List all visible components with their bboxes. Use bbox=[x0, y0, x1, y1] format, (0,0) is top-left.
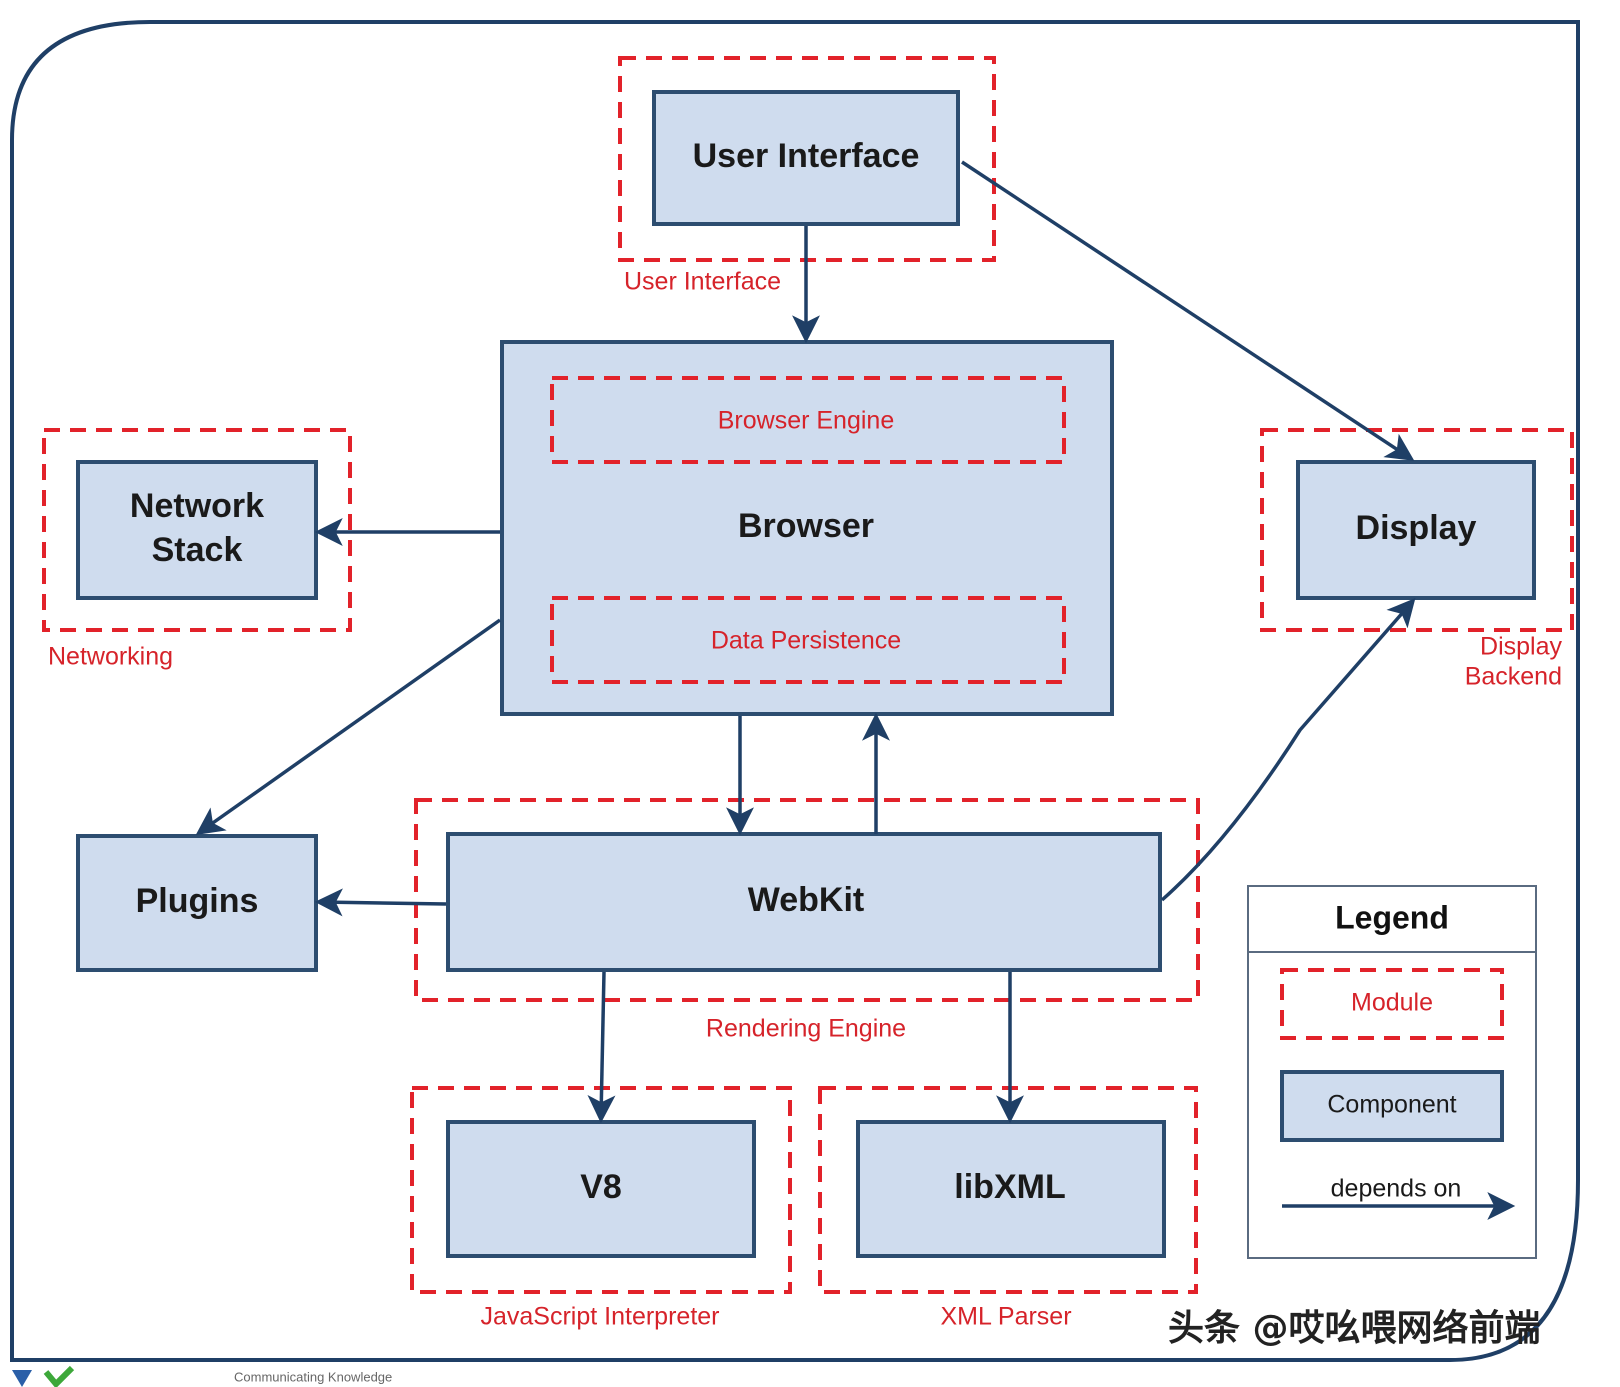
legend-component-swatch bbox=[1280, 1070, 1504, 1142]
footer-logo-check-icon bbox=[43, 1365, 75, 1387]
arrow-ui-to-display bbox=[961, 160, 1415, 461]
browser-component bbox=[500, 340, 1114, 716]
module-display-backend-box bbox=[1260, 428, 1574, 632]
display-component-label: Display bbox=[1356, 509, 1477, 547]
display-component bbox=[1296, 460, 1536, 600]
libxml-component bbox=[856, 1120, 1166, 1258]
legend-title: Legend bbox=[1335, 899, 1449, 935]
arrow-webkit-to-plugins bbox=[314, 888, 447, 917]
outer-frame bbox=[10, 20, 1580, 1362]
v8-component bbox=[446, 1120, 756, 1258]
legend-depends-on-label: depends on bbox=[1331, 1175, 1462, 1203]
module-user-interface-label: User Interface bbox=[624, 268, 781, 296]
v8-component-label: V8 bbox=[580, 1168, 622, 1206]
module-data-persistence-box bbox=[550, 596, 1066, 684]
module-xml-parser-label: XML Parser bbox=[940, 1303, 1071, 1331]
arrow-browser-to-plugins bbox=[195, 618, 502, 836]
webkit-component bbox=[446, 832, 1162, 972]
arrow-webkit-to-display bbox=[1160, 598, 1416, 902]
module-browser-engine-label: Browser Engine bbox=[718, 407, 894, 435]
network-stack-label-1: Network bbox=[130, 487, 264, 525]
network-stack-component bbox=[76, 460, 318, 600]
user-interface-component bbox=[652, 90, 960, 226]
module-display-backend-label-2: Backend bbox=[1465, 663, 1562, 691]
module-rendering-engine-box bbox=[414, 798, 1200, 1002]
module-rendering-engine-label: Rendering Engine bbox=[706, 1015, 906, 1043]
webkit-component-label: WebKit bbox=[748, 881, 864, 919]
module-networking-box bbox=[42, 428, 352, 632]
libxml-component-label: libXML bbox=[954, 1168, 1065, 1206]
footer-logo-icon bbox=[12, 1370, 32, 1387]
browser-component-label: Browser bbox=[738, 507, 874, 545]
module-browser-engine-box bbox=[550, 376, 1066, 464]
legend-module-swatch bbox=[1280, 968, 1504, 1040]
watermark-text: 头条 @哎吆喂网络前端 bbox=[1168, 1307, 1541, 1349]
module-data-persistence-label: Data Persistence bbox=[711, 627, 901, 655]
module-xml-parser-box bbox=[818, 1086, 1198, 1294]
arrow-webkit-to-v8 bbox=[587, 971, 616, 1124]
legend-module-label: Module bbox=[1351, 989, 1433, 1017]
module-networking-label: Networking bbox=[48, 643, 173, 671]
module-javascript-interpreter-label: JavaScript Interpreter bbox=[481, 1303, 720, 1331]
footer-text: Communicating Knowledge bbox=[234, 1369, 392, 1384]
plugins-component-label: Plugins bbox=[136, 882, 259, 920]
legend-component-label: Component bbox=[1327, 1091, 1456, 1119]
network-stack-label-2: Stack bbox=[152, 531, 243, 569]
module-display-backend-label-1: Display bbox=[1480, 633, 1562, 661]
user-interface-component-label: User Interface bbox=[693, 137, 920, 175]
